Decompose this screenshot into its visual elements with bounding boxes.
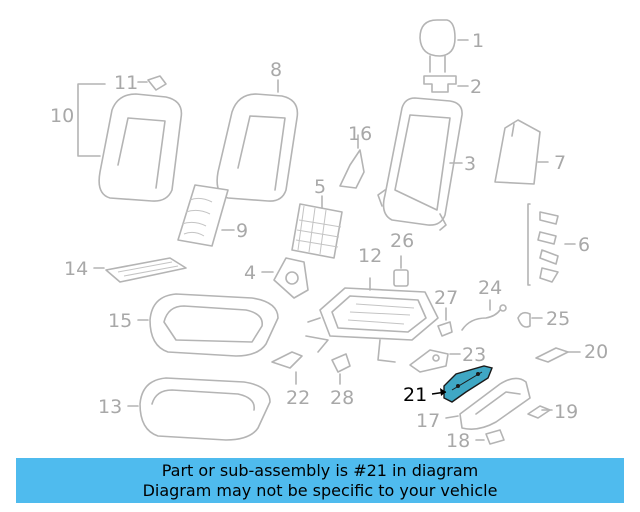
callout-1: 1 [472,30,484,52]
part-22-trim [271,351,303,385]
part-14-seat-heater [93,257,187,283]
callout-16: 16 [348,123,372,145]
callout-6: 6 [578,234,590,256]
callout-22: 22 [286,387,310,409]
part-21-highlighted-bracket [431,365,493,403]
part-20-switch [535,347,581,363]
part-18-cover [475,429,505,445]
part-23-bracket [409,349,461,373]
callout-4: 4 [244,262,256,284]
callout-19: 19 [554,401,578,423]
callout-23: 23 [462,344,486,366]
part-10-seatback-pad [77,83,183,202]
part-4-recliner [261,257,309,299]
callout-24: 24 [478,277,502,299]
part-24-wire [461,299,507,331]
part-27-clip [437,307,453,337]
callout-28: 28 [330,387,354,409]
callout-13: 13 [98,396,122,418]
callout-25: 25 [546,308,570,330]
callout-12: 12 [358,245,382,267]
parts-diagram: 1 2 3 7 8 10 11 9 [50,19,608,452]
part-7-back-board [494,119,549,185]
part-25-knob [517,311,543,328]
callout-3: 3 [464,153,476,175]
banner-line-1: Part or sub-assembly is #21 in diagram [161,460,479,480]
callout-2: 2 [470,76,482,98]
part-12-cushion-frame [305,277,439,363]
callout-18: 18 [446,430,470,452]
callout-8: 8 [270,59,282,81]
callout-26: 26 [390,230,414,252]
part-26-sensor [393,255,409,287]
part-19-trim [527,405,553,419]
callout-15: 15 [108,310,132,332]
part-1-headrest [419,19,469,73]
part-28-latch [331,353,351,385]
part-15-cushion-cover [137,293,279,357]
callout-14: 14 [64,258,88,280]
callout-17: 17 [416,410,440,432]
info-banner: Part or sub-assembly is #21 in diagram D… [16,458,624,503]
banner-line-2: Diagram may not be specific to your vehi… [142,480,498,500]
part-13-cushion-pad [127,377,271,441]
part-2-headrest-guide [423,75,469,93]
part-16-bracket [339,134,365,189]
part-8-seatback-cover [216,79,299,202]
part-3-seatback-frame [377,97,463,231]
callout-10: 10 [50,105,74,127]
callout-20: 20 [584,341,608,363]
part-5-lumbar-support [291,195,343,259]
callout-5: 5 [314,176,326,198]
part-6-connector-kit [527,203,576,286]
part-17-side-cover [445,377,531,430]
callout-7: 7 [554,152,566,174]
callout-21: 21 [403,384,427,406]
part-9-lumbar-pad [177,184,235,247]
part-11-clip [137,75,167,91]
callout-11: 11 [114,72,138,94]
callout-27: 27 [434,287,458,309]
callout-9: 9 [236,220,248,242]
